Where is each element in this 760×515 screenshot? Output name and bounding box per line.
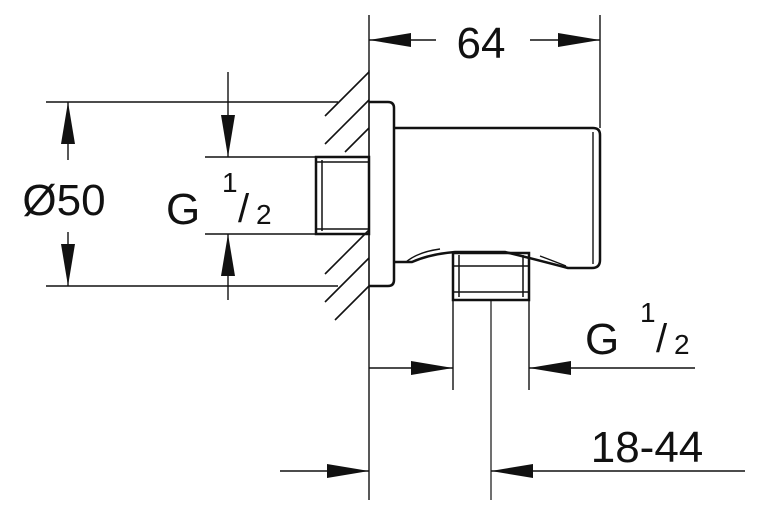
dim-diameter-label: Ø50 bbox=[22, 176, 105, 225]
wall-flange bbox=[369, 100, 396, 288]
svg-text:G: G bbox=[166, 185, 200, 234]
extension-lines bbox=[46, 15, 601, 500]
dim-offset-label: 18-44 bbox=[591, 423, 704, 472]
svg-text:2: 2 bbox=[674, 329, 690, 360]
dim-thread-right-label: G 1 / 2 bbox=[585, 297, 690, 364]
svg-text:1: 1 bbox=[222, 167, 238, 198]
dim-diameter-arrows bbox=[61, 102, 75, 286]
svg-text:/: / bbox=[656, 317, 668, 361]
elbow-body bbox=[394, 126, 602, 270]
dim-thread-left-label: G 1 / 2 bbox=[166, 167, 272, 234]
svg-text:2: 2 bbox=[256, 199, 272, 230]
dim-offset-arrows bbox=[280, 464, 745, 478]
wall-hatching bbox=[324, 70, 370, 321]
dim-64-arrows bbox=[369, 33, 600, 47]
inlet-thread bbox=[314, 155, 371, 236]
dim-64-label: 64 bbox=[457, 19, 506, 68]
svg-text:G: G bbox=[585, 315, 619, 364]
svg-text:1: 1 bbox=[640, 297, 656, 328]
dim-thread-left-arrows bbox=[221, 72, 235, 300]
dim-thread-right-arrows bbox=[369, 361, 695, 375]
svg-text:/: / bbox=[238, 187, 250, 231]
outlet-thread bbox=[451, 251, 531, 302]
